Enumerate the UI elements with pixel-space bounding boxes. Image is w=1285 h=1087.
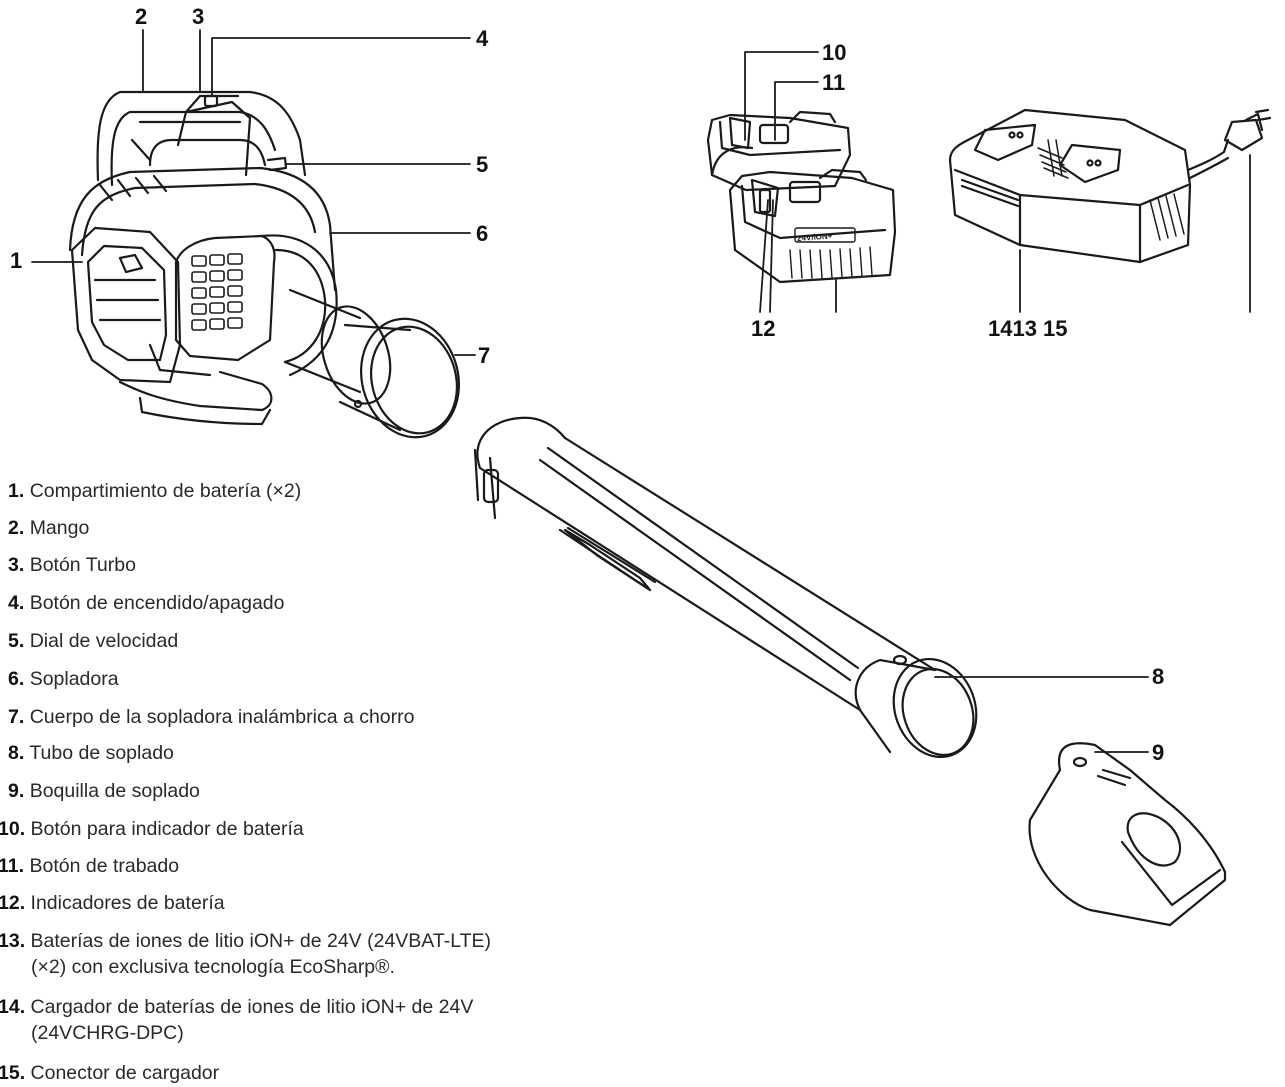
legend-item-9: 9. Boquilla de soplado bbox=[8, 780, 200, 802]
legend-item-5: 5. Dial de velocidad bbox=[8, 630, 179, 652]
charger-drawing bbox=[948, 108, 1272, 264]
legend-item-1: 1. Compartimiento de batería (×2) bbox=[8, 480, 302, 502]
callout-9: 9 bbox=[1152, 740, 1165, 765]
legend-item-3: 3. Botón Turbo bbox=[8, 554, 136, 576]
legend-item-11: 11. Botón de trabado bbox=[0, 855, 180, 877]
callout-2: 2 bbox=[135, 4, 148, 29]
legend-item-6: 6. Sopladora bbox=[8, 668, 119, 690]
callout-8: 8 bbox=[1152, 664, 1165, 689]
callout-10: 10 bbox=[822, 40, 847, 65]
batteries-drawing bbox=[706, 110, 897, 284]
blow-nozzle-drawing bbox=[1028, 742, 1227, 927]
callout-14-13-15: 1413 15 bbox=[988, 316, 1068, 341]
callout-7: 7 bbox=[478, 343, 491, 368]
legend-item-14: 14. Cargador de baterías de iones de lit… bbox=[0, 996, 474, 1044]
callout-3: 3 bbox=[192, 4, 205, 29]
legend-item-4: 4. Botón de encendido/apagado bbox=[8, 592, 285, 614]
blower-body-drawing bbox=[68, 90, 460, 439]
blow-tube-drawing bbox=[473, 416, 978, 759]
callout-11: 11 bbox=[822, 70, 846, 95]
callout-5: 5 bbox=[476, 152, 489, 177]
callout-12: 12 bbox=[751, 316, 776, 341]
legend-item-2: 2. Mango bbox=[8, 517, 90, 539]
legend-item-10: 10. Botón para indicador de batería bbox=[0, 818, 304, 840]
legend-item-15: 15. Conector de cargador bbox=[0, 1062, 220, 1084]
callout-6: 6 bbox=[476, 221, 489, 246]
callout-1: 1 bbox=[10, 248, 23, 273]
legend-item-7: 7. Cuerpo de la sopladora inalámbrica a … bbox=[8, 706, 415, 728]
leader-lines bbox=[31, 29, 1251, 753]
legend-item-8: 8. Tubo de soplado bbox=[8, 742, 174, 764]
legend-item-13: 13. Baterías de iones de litio iON+ de 2… bbox=[0, 930, 491, 978]
legend-item-12: 12. Indicadores de batería bbox=[0, 892, 225, 914]
callout-4: 4 bbox=[476, 26, 489, 51]
